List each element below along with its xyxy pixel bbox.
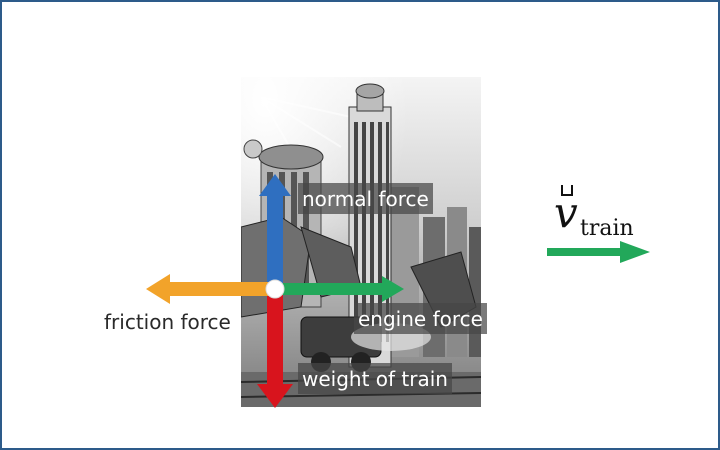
engine-force-arrow <box>278 276 404 302</box>
normal-force-arrow <box>259 174 291 284</box>
weight-arrow <box>257 294 293 408</box>
velocity-arrow <box>547 241 650 263</box>
city-train-photo <box>241 77 481 407</box>
friction-force-label: friction force <box>104 310 231 334</box>
force-origin-dot <box>265 279 285 299</box>
weight-label: weight of train <box>298 363 452 394</box>
normal-force-label: normal force <box>298 183 433 214</box>
velocity-symbol-v: v <box>554 188 578 237</box>
velocity-subscript: train <box>580 216 634 241</box>
friction-force-arrow <box>146 274 270 304</box>
velocity-symbol: v train <box>552 184 642 244</box>
engine-force-label: engine force <box>354 303 487 334</box>
vector-hat-icon <box>561 185 573 196</box>
